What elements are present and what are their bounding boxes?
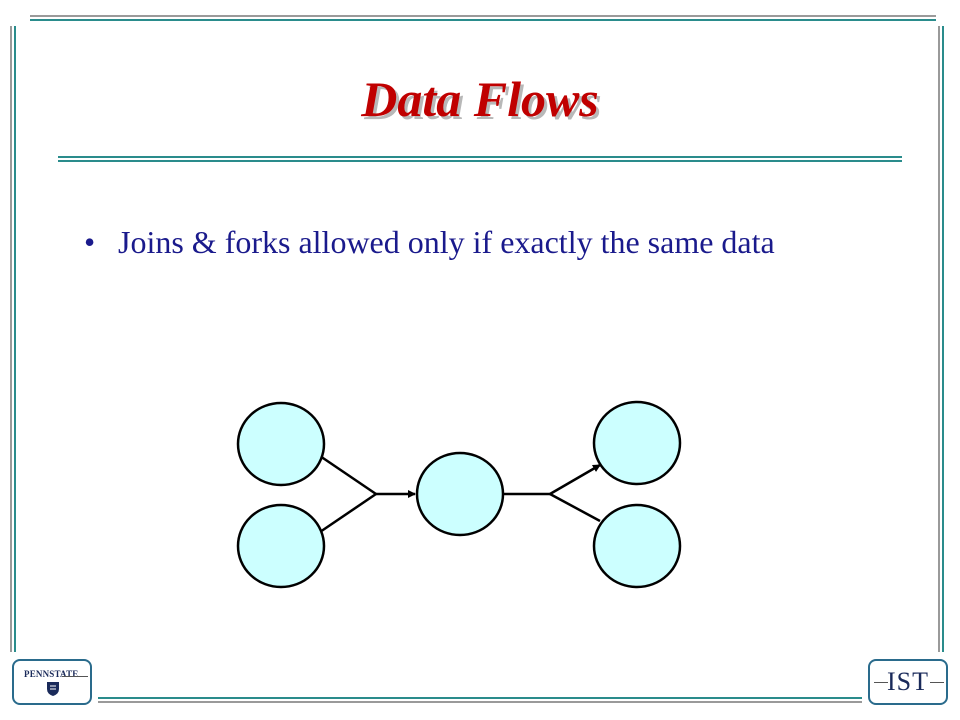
penn-state-shield-icon bbox=[47, 682, 59, 696]
process-node-center bbox=[415, 451, 505, 537]
bullet-item: • Joins & forks allowed only if exactly … bbox=[84, 222, 844, 262]
process-node-left-top bbox=[236, 401, 326, 487]
ist-logo-text: IST bbox=[887, 667, 929, 696]
join-line-top bbox=[319, 454, 377, 496]
fork-line-bottom bbox=[549, 492, 601, 523]
process-node-left-bottom bbox=[236, 503, 326, 589]
process-node-right-top bbox=[592, 400, 682, 486]
penn-state-logo-text: PENNSTATE bbox=[24, 669, 79, 679]
ist-logo: IST bbox=[868, 659, 948, 705]
ist-logo-rule-right bbox=[930, 682, 944, 683]
slide-title: Data Flows bbox=[361, 71, 599, 127]
bullet-text: Joins & forks allowed only if exactly th… bbox=[118, 224, 775, 260]
penn-state-logo-rule bbox=[62, 676, 88, 677]
process-node-right-bottom bbox=[592, 503, 682, 589]
ist-logo-rule-left bbox=[874, 682, 888, 683]
fork-arrow-top bbox=[549, 463, 601, 496]
join-line-bottom bbox=[319, 492, 377, 534]
penn-state-logo: PENNSTATE bbox=[12, 659, 92, 705]
bullet-marker: • bbox=[84, 224, 96, 260]
